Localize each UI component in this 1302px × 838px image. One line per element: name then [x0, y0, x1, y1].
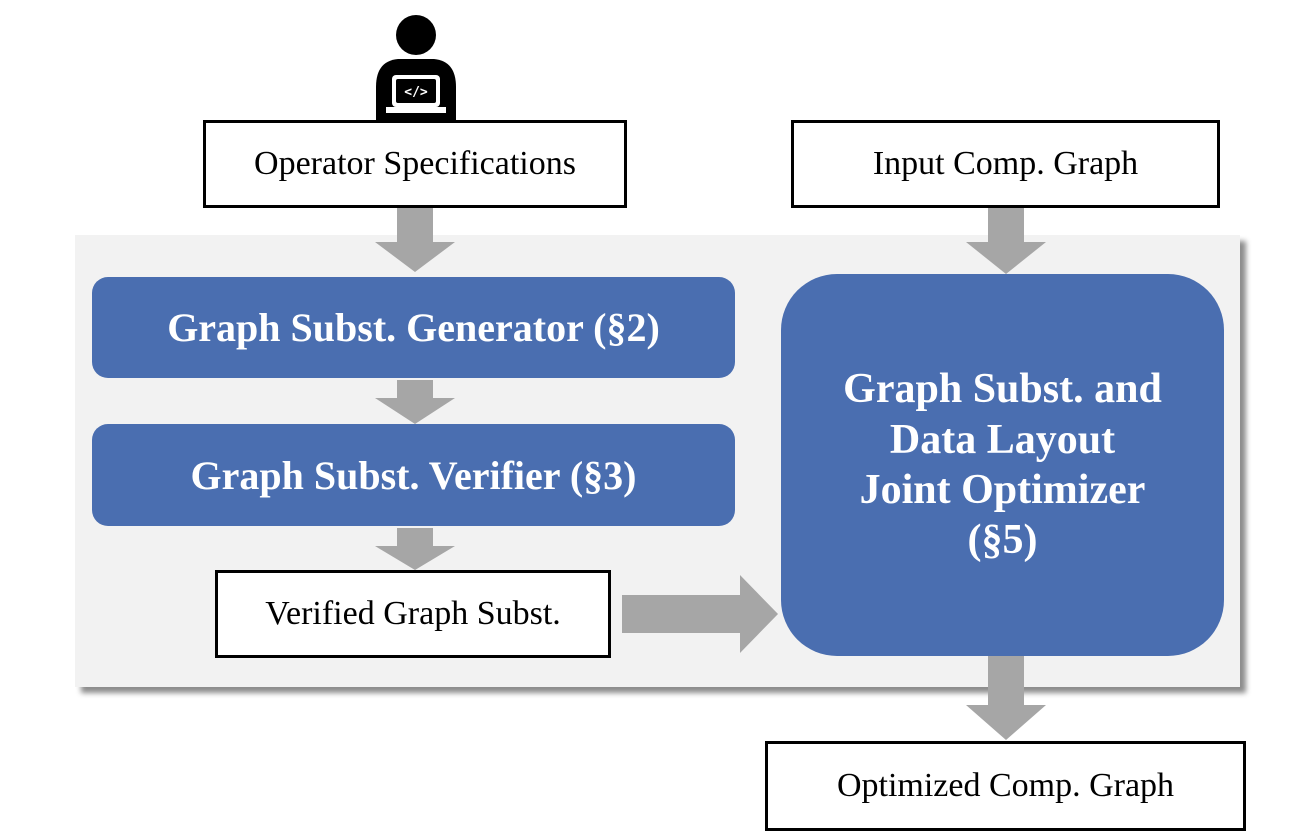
joint-optimizer-line-1: Graph Subst. and: [843, 366, 1162, 413]
graph-subst-verifier-label: Graph Subst. Verifier (§3): [190, 452, 637, 498]
code-glyph: </>: [404, 85, 428, 100]
developer-laptop-icon: </>: [376, 15, 456, 121]
input-comp-graph-label: Input Comp. Graph: [872, 145, 1139, 182]
arrow-verifier-to-verified: [375, 528, 455, 570]
joint-optimizer-line-2: Data Layout: [889, 416, 1116, 463]
graph-subst-generator-box: Graph Subst. Generator (§2): [92, 277, 735, 378]
optimized-comp-graph-box: Optimized Comp. Graph: [765, 741, 1246, 831]
arrow-optimizer-to-output: [966, 655, 1046, 740]
arrow-verified-to-optimizer: [622, 575, 778, 653]
graph-subst-verifier-box: Graph Subst. Verifier (§3): [92, 424, 735, 526]
verified-graph-subst-box: Verified Graph Subst.: [215, 570, 611, 658]
arrow-input-to-optimizer: [966, 208, 1046, 274]
operator-specifications-box: Operator Specifications: [203, 120, 627, 208]
joint-optimizer-line-4: (§5): [967, 517, 1038, 564]
operator-specifications-label: Operator Specifications: [254, 145, 576, 182]
joint-optimizer-line-3: Joint Optimizer: [859, 467, 1146, 513]
arrow-spec-to-generator: [375, 208, 455, 272]
joint-optimizer-box: Graph Subst. and Data Layout Joint Optim…: [781, 274, 1224, 656]
optimized-comp-graph-label: Optimized Comp. Graph: [836, 767, 1175, 804]
arrow-generator-to-verifier: [375, 380, 455, 424]
joint-optimizer-label: Graph Subst. and Data Layout Joint Optim…: [843, 364, 1162, 566]
verified-graph-subst-label: Verified Graph Subst.: [265, 595, 561, 632]
input-comp-graph-box: Input Comp. Graph: [791, 120, 1220, 208]
graph-subst-generator-label: Graph Subst. Generator (§2): [167, 305, 660, 350]
